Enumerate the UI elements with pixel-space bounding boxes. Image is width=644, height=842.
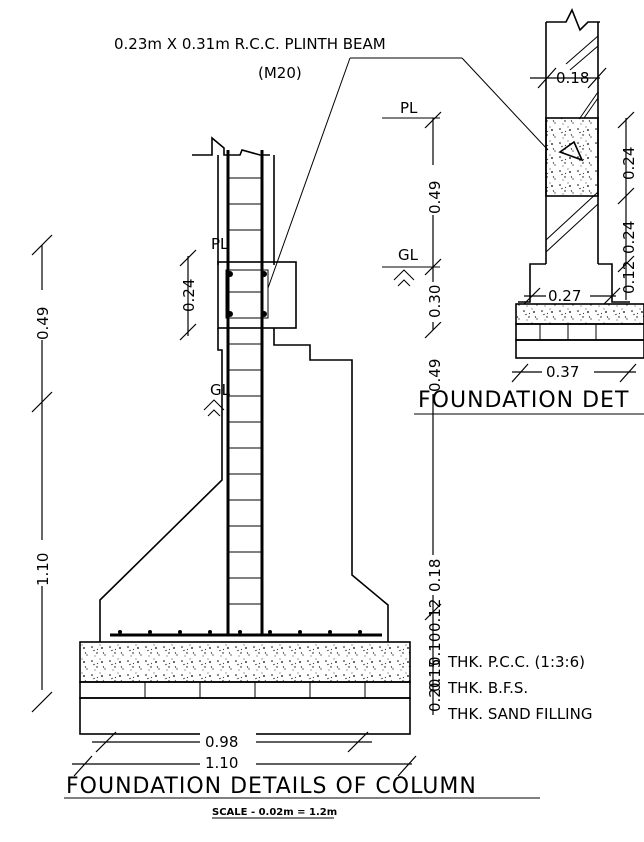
dim-110-left: 1.10 (34, 553, 52, 586)
dim-018-top: 0.18 (556, 69, 589, 87)
scale-note: SCALE - 0.02m = 1.2m (212, 807, 337, 818)
wall-hatch (545, 35, 599, 253)
dim-020-mid: 0.20 (426, 679, 444, 712)
dim-015-mid: 0.15 (426, 659, 444, 692)
column-ties (228, 177, 262, 605)
base-rebar-dots (118, 630, 362, 634)
pedestal-right (273, 328, 389, 642)
dim-049-mid: 0.49 (426, 359, 444, 392)
dim-030: 0.30 (426, 285, 444, 318)
sand-layer (79, 697, 411, 735)
gl-label-column: GL (210, 381, 231, 399)
dim-010-mid: 0.10 (426, 633, 444, 666)
concrete-triangle-icon (558, 140, 584, 162)
gl-symbol-middle (393, 269, 415, 287)
layer-notes: THK. P.C.C. (1:3:6) THK. B.F.S. THK. SAN… (447, 653, 592, 723)
middle-dimensions: PL GL 0.49 0.30 0.49 0.18 0.12 0.10 0.15… (382, 99, 445, 715)
dim-027: 0.27 (548, 287, 581, 305)
plinth-beam-bars (227, 271, 267, 317)
wall-pcc-layer (515, 303, 644, 325)
break-line-top (192, 136, 270, 156)
gl-symbol-column (203, 399, 225, 417)
dim-012-right: 0.12 (620, 261, 638, 294)
wall-step-right (598, 263, 630, 303)
dim-049-mid-top: 0.49 (426, 181, 444, 214)
gl-label-middle: GL (398, 246, 419, 264)
dim-049-left: 0.49 (34, 307, 52, 340)
note-sand: THK. SAND FILLING (447, 705, 592, 723)
pcc-layer (79, 641, 411, 683)
break-line-wall (546, 8, 600, 32)
grade-label: (M20) (258, 64, 302, 82)
title-wall: FOUNDATION DET (418, 388, 629, 413)
wall-sand-layer (515, 339, 644, 359)
dim-024-column: 0.24 (180, 279, 198, 312)
note-pcc: THK. P.C.C. (1:3:6) (447, 653, 585, 671)
dim-024-right-top: 0.24 (620, 147, 638, 180)
beam-leader (267, 57, 462, 289)
dim-024-right: 0.24 (620, 221, 638, 254)
dim-098: 0.98 (205, 733, 238, 751)
pl-label-middle: PL (400, 99, 418, 117)
plinth-beam-label: 0.23m X 0.31m R.C.C. PLINTH BEAM (114, 35, 386, 53)
plinth-beam-section (217, 261, 297, 329)
bfs-joints (144, 682, 366, 698)
plinth-beam-stirrup (225, 269, 269, 319)
pl-label-column: PL (211, 235, 229, 253)
dim-018-mid: 0.18 (426, 559, 444, 592)
bfs-layer (79, 681, 411, 699)
wall-bfs-layer (515, 323, 644, 341)
pedestal-left (99, 328, 223, 642)
dim-110-bottom: 1.10 (205, 754, 238, 772)
left-dimensions: 0.49 1.10 0.24 (30, 234, 198, 713)
beam-leader-right (461, 57, 549, 151)
dim-037: 0.37 (546, 363, 579, 381)
title-column: FOUNDATION DETAILS OF COLUMN (66, 774, 477, 799)
note-bfs: THK. B.F.S. (447, 679, 528, 697)
wall-step-left (518, 263, 546, 303)
dim-012-mid: 0.12 (426, 599, 444, 632)
bottom-dimensions: 0.98 1.10 (72, 730, 417, 777)
wall-foundation: 0.18 0.24 0.24 0.12 0.27 0.37 FOUNDATION… (414, 8, 644, 415)
